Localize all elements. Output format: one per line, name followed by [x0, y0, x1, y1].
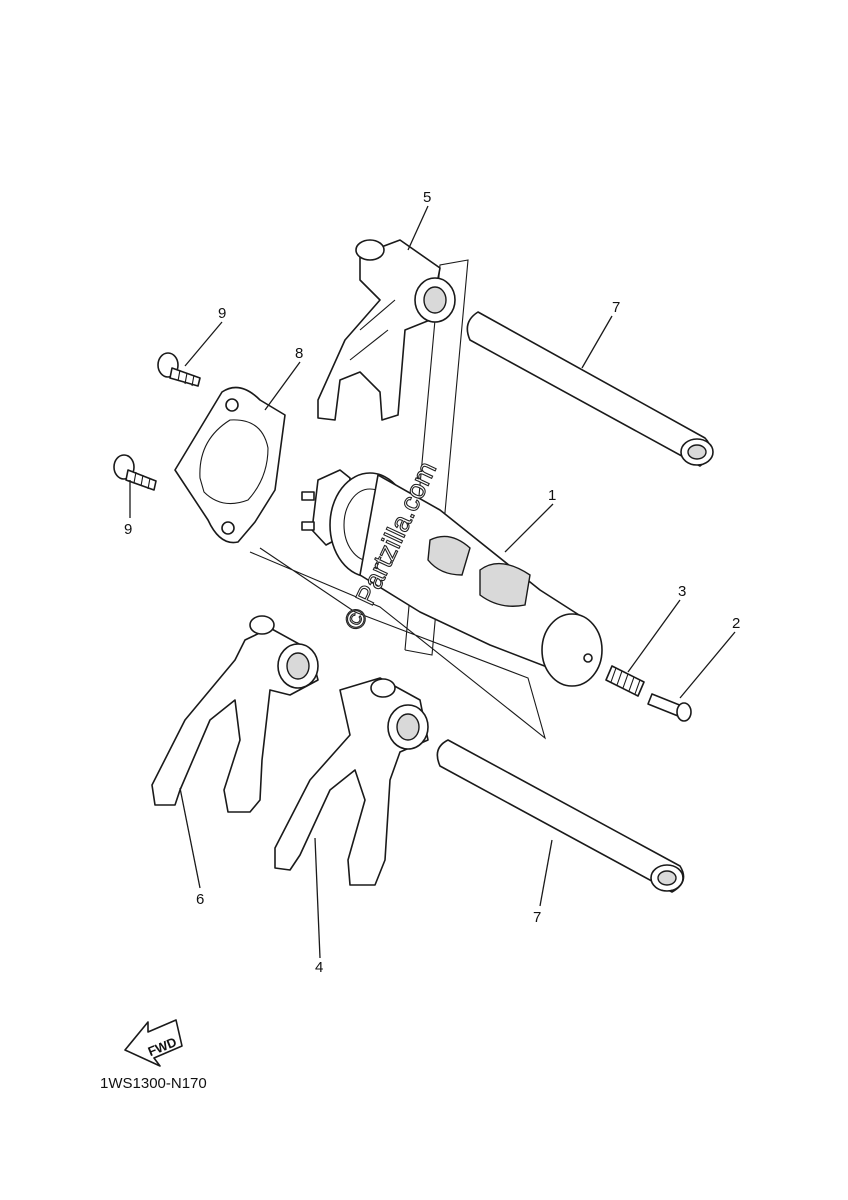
segment-plate-8[interactable]: [174, 386, 286, 544]
callout-5: 5: [423, 189, 431, 206]
screw-9-lower[interactable]: [113, 454, 157, 491]
shift-fork-5[interactable]: [317, 239, 456, 421]
callout-7-lower: 7: [533, 909, 541, 926]
pin-2[interactable]: [647, 693, 692, 722]
screw-9-upper[interactable]: [157, 352, 201, 387]
shift-fork-4[interactable]: [274, 677, 429, 886]
shift-fork-shaft-upper[interactable]: [466, 311, 714, 467]
fwd-arrow-icon: FWD: [124, 1019, 183, 1067]
callout-3: 3: [678, 583, 686, 600]
callout-2: 2: [732, 615, 740, 632]
callout-9-upper: 9: [218, 305, 226, 322]
diagram-code: 1WS1300-N170: [100, 1075, 207, 1092]
callout-7-upper: 7: [612, 299, 620, 316]
leader-lines: [129, 205, 736, 959]
shift-fork-shaft-lower[interactable]: [436, 739, 685, 893]
callout-9-lower: 9: [124, 521, 132, 538]
spring-3[interactable]: [605, 665, 645, 697]
callout-1: 1: [548, 487, 556, 504]
callout-6: 6: [196, 891, 204, 908]
callout-labels: 5 7 8 9 9 1 3 2 6 4 7: [124, 189, 740, 976]
callout-8: 8: [295, 345, 303, 362]
shift-fork-6[interactable]: [151, 615, 319, 813]
shift-drum-1[interactable]: [301, 469, 603, 687]
guide-lines: [249, 259, 546, 740]
callout-4: 4: [315, 959, 323, 976]
